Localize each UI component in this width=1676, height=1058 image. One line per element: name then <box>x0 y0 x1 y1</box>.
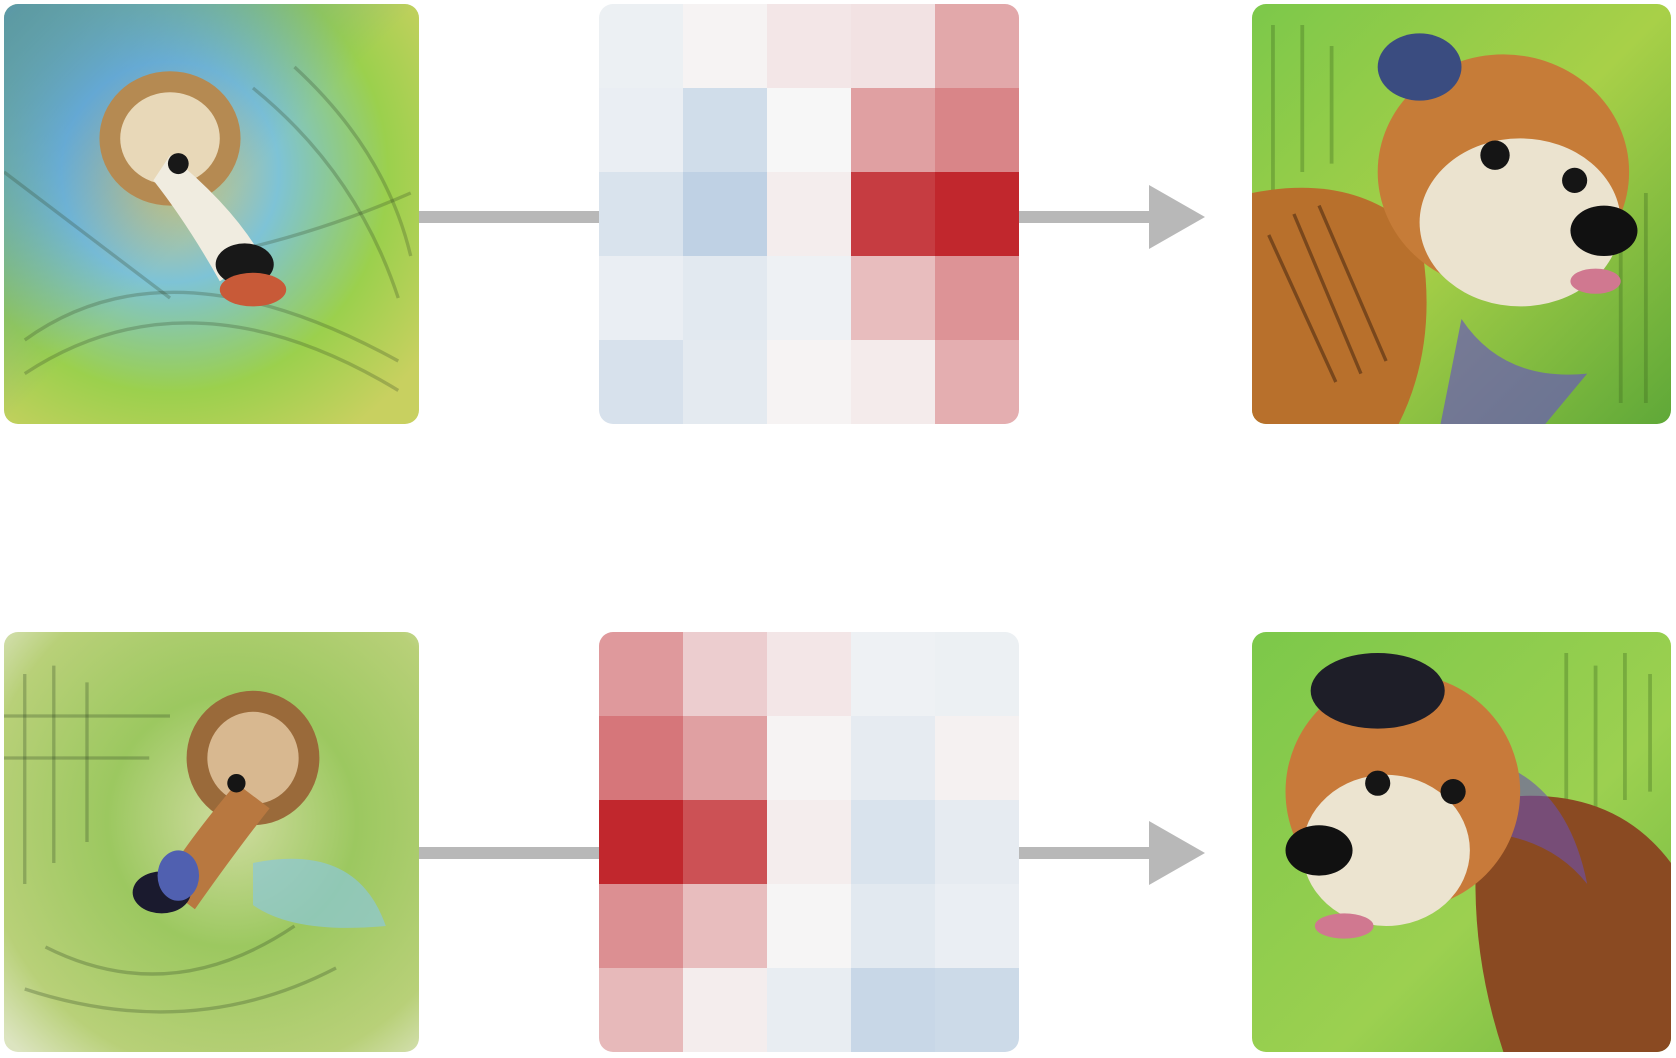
heatmap-cell <box>599 800 683 884</box>
heatmap-cell <box>851 256 935 340</box>
heatmap-cell <box>851 4 935 88</box>
heatmap-cell <box>935 968 1019 1052</box>
heatmap-cell <box>599 716 683 800</box>
heatmap-cell <box>599 884 683 968</box>
heatmap-cell <box>683 88 767 172</box>
heatmap-cell <box>851 968 935 1052</box>
heatmap-cell <box>851 884 935 968</box>
heatmap-cell <box>935 4 1019 88</box>
output-feature-visualization-2 <box>1252 632 1671 1052</box>
heatmap-cell <box>767 716 851 800</box>
heatmap-cell <box>935 884 1019 968</box>
input-feature-visualization-2 <box>4 632 419 1052</box>
heatmap-cell <box>683 256 767 340</box>
heatmap-cell <box>683 172 767 256</box>
connector-line-out <box>1019 847 1151 859</box>
heatmap-cell <box>683 632 767 716</box>
connector-line-in <box>419 847 599 859</box>
heatmap-cell <box>851 172 935 256</box>
heatmap-cell <box>767 800 851 884</box>
attribution-heatmap-2 <box>599 632 1019 1052</box>
heatmap-cell <box>683 4 767 88</box>
connector-line-out <box>1019 211 1151 223</box>
transform-row-1 <box>0 4 1676 429</box>
input-feature-visualization-1 <box>4 4 419 424</box>
transform-row-2 <box>0 632 1676 1057</box>
dog-snout-mirrored-image <box>4 632 419 1052</box>
arrow-right-icon <box>1149 185 1205 249</box>
heatmap-cell <box>935 632 1019 716</box>
heatmap-cell <box>599 968 683 1052</box>
heatmap-cell <box>767 172 851 256</box>
heatmap-cell <box>599 256 683 340</box>
dog-snout-image <box>4 4 419 424</box>
heatmap-cell <box>599 340 683 424</box>
dog-face-mirrored-image <box>1252 632 1671 1052</box>
arrow-right-icon <box>1149 821 1205 885</box>
heatmap-cell <box>935 340 1019 424</box>
heatmap-cell <box>767 256 851 340</box>
heatmap-cell <box>935 88 1019 172</box>
heatmap-cell <box>851 800 935 884</box>
heatmap-cell <box>599 88 683 172</box>
heatmap-cell <box>767 968 851 1052</box>
heatmap-cell <box>767 88 851 172</box>
heatmap-cell <box>767 884 851 968</box>
heatmap-cell <box>851 716 935 800</box>
heatmap-cell <box>683 716 767 800</box>
heatmap-cell <box>683 800 767 884</box>
heatmap-cell <box>935 172 1019 256</box>
heatmap-cell <box>599 172 683 256</box>
heatmap-cell <box>935 716 1019 800</box>
heatmap-cell <box>599 4 683 88</box>
heatmap-cell <box>851 340 935 424</box>
heatmap-cell <box>599 632 683 716</box>
heatmap-cell <box>935 800 1019 884</box>
heatmap-cell <box>683 968 767 1052</box>
dog-face-image <box>1252 4 1671 424</box>
heatmap-cell <box>767 4 851 88</box>
heatmap-cell <box>767 340 851 424</box>
heatmap-cell <box>683 884 767 968</box>
heatmap-cell <box>767 632 851 716</box>
heatmap-cell <box>851 632 935 716</box>
heatmap-cell <box>935 256 1019 340</box>
heatmap-cell <box>683 340 767 424</box>
output-feature-visualization-1 <box>1252 4 1671 424</box>
connector-line-in <box>419 211 599 223</box>
attribution-heatmap-1 <box>599 4 1019 424</box>
heatmap-cell <box>851 88 935 172</box>
